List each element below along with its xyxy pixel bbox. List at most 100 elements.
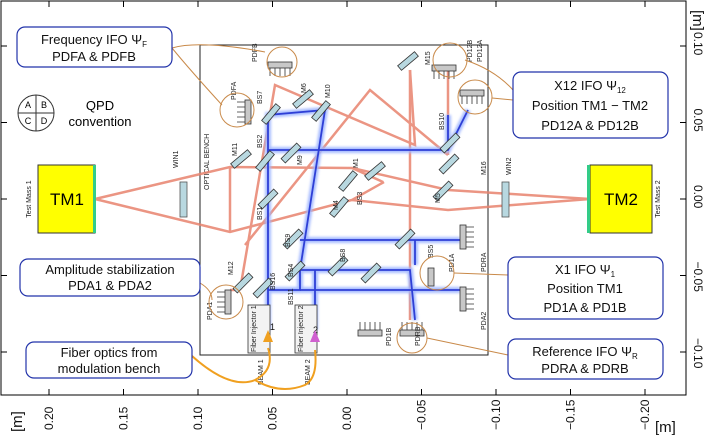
qpd-subtitle: convention — [69, 114, 132, 129]
label-pdfa: PDFA — [231, 81, 238, 100]
callout-amplitude-line1: Amplitude stabilization — [45, 262, 174, 277]
callout-frequency-line2: PDFA & PDFB — [52, 49, 136, 64]
callout-frequency-sub: F — [142, 40, 147, 49]
label-pd12a: PD12A — [477, 39, 484, 62]
label-m15: M16 — [481, 161, 488, 175]
label-bs9: BS9 — [285, 234, 292, 247]
photodiode-pdfa — [237, 99, 252, 125]
label-bs7: BS7 — [257, 91, 264, 104]
label-bs10: BS10 — [439, 113, 446, 130]
label-bs5: BS5 — [428, 245, 435, 258]
blue-beam-glow — [265, 106, 471, 330]
y-axis-unit: [m] — [689, 10, 706, 31]
photodiodes — [217, 61, 485, 337]
tm2-side-label: Test Mass 2 — [655, 180, 662, 217]
annotation-markers — [171, 42, 514, 356]
label-m9: M9 — [297, 155, 304, 165]
label-bs3: BS3 — [357, 192, 364, 205]
label-m1: M1 — [353, 158, 360, 168]
label-injector-2: Fiber Injector 2 — [298, 305, 305, 352]
window-win2 — [501, 181, 510, 218]
qpd-quadrant-b: B — [41, 100, 47, 110]
y-tick-label: −0.05 — [691, 262, 705, 293]
photodiode-labels: PDFB PDFA PD12B PD12A PD1A PDRA PDA2 PD1… — [207, 39, 488, 346]
qpd-quadrant-c: C — [25, 116, 32, 126]
callout-x12-sub: 12 — [617, 86, 626, 95]
x-tick-label: −0.05 — [415, 399, 429, 430]
callout-x1-sub: 1 — [611, 270, 616, 279]
fiber-optic-path — [191, 347, 317, 390]
x-axis-unit: [m] — [655, 419, 676, 436]
photodiode-pdra — [427, 267, 435, 287]
svg-text:Frequency IFO ΨF: Frequency IFO ΨF — [41, 32, 147, 49]
test-mass-2: TM2 Test Mass 2 — [587, 164, 662, 234]
optical-bench-label: OPTICAL BENCH — [204, 134, 211, 190]
label-beam-2: BEAM 2 — [305, 359, 312, 385]
callout-x1-line3: PD1A & PD1B — [543, 300, 626, 315]
photodiode-pdrb — [399, 322, 425, 337]
label-beam-1: BEAM 1 — [258, 359, 265, 385]
optical-components — [230, 51, 461, 299]
tm1-label: TM1 — [50, 190, 84, 209]
photodiode-pd1b — [357, 322, 383, 337]
photodiode-pdfb — [267, 61, 293, 76]
window-win2-label: WIN2 — [506, 157, 513, 175]
photodiode-pd1a — [459, 224, 474, 250]
optical-bench-outline — [199, 44, 489, 356]
callout-x1-line2: Position TM1 — [547, 281, 623, 296]
label-m14: M15 — [425, 51, 432, 65]
label-bs4: BS4 — [288, 264, 295, 277]
x-tick-label: 0.10 — [191, 406, 205, 430]
label-pdfb: PDFB — [252, 43, 259, 62]
label-pdra: PDRA — [481, 252, 488, 272]
photodiode-pda2 — [459, 286, 474, 312]
qpd-quadrant-a: A — [25, 100, 31, 110]
photodiode-pd12a — [459, 89, 485, 104]
tm1-side-label: Test Mass 1 — [26, 180, 33, 217]
qpd-title: QPD — [86, 98, 114, 113]
callout-x12-line2: Position TM1 − TM2 — [532, 98, 648, 113]
svg-text:Reference IFO ΨR: Reference IFO ΨR — [532, 344, 638, 361]
x-tick-label: 0.20 — [42, 406, 56, 430]
label-bs8: BS8 — [340, 249, 347, 262]
label-bs2: BS2 — [257, 135, 264, 148]
label-pda1: PDA1 — [207, 302, 214, 320]
label-pdrb: PDRB — [415, 326, 422, 346]
svg-text:X1 IFO Ψ1: X1 IFO Ψ1 — [555, 262, 616, 279]
fiber-injectors: Fiber Injector 1 Fiber Injector 2 1 2 BE… — [247, 304, 320, 385]
label-pd12b: PD12B — [467, 39, 474, 62]
label-pd1a: PD1A — [449, 253, 456, 272]
window-win1 — [179, 181, 188, 218]
photodiode-pda1 — [217, 289, 232, 315]
y-tick-label: 0.10 — [691, 32, 705, 56]
label-bs16: BS16 — [270, 273, 277, 290]
callout-fiber-optics: Fiber optics from modulation bench — [25, 341, 193, 379]
label-injector-1: Fiber Injector 1 — [251, 305, 258, 352]
callout-x1-ifo: X1 IFO Ψ1 Position TM1 PD1A & PD1B — [507, 256, 664, 320]
callout-reference-ifo: Reference IFO ΨR PDRA & PDRB — [507, 338, 664, 380]
callout-fiber-line2: modulation bench — [58, 361, 161, 376]
x-tick-label: 0.05 — [266, 406, 280, 430]
qpd-convention: A B C D QPD convention — [17, 94, 132, 132]
beam-2-arrow — [310, 330, 320, 342]
label-m5: M5 — [435, 193, 442, 203]
photodiode-pd12b — [431, 64, 457, 79]
window-win1-label: WIN1 — [173, 150, 180, 168]
callout-x12-line1: X12 IFO Ψ — [554, 78, 617, 93]
label-m4: M4 — [333, 200, 340, 210]
x-tick-label: 0.00 — [340, 406, 354, 430]
callout-fiber-line1: Fiber optics from — [61, 345, 158, 360]
label-m12: M12 — [228, 261, 235, 275]
callout-frequency-ifo: Frequency IFO ΨF PDFA & PDFB — [16, 26, 173, 68]
callout-x1-line1: X1 IFO Ψ — [555, 262, 611, 277]
label-pd1b: PD1B — [386, 327, 393, 346]
callout-amplitude-line2: PDA1 & PDA2 — [68, 278, 152, 293]
tm2-label: TM2 — [604, 190, 638, 209]
label-pda2: PDA2 — [481, 312, 488, 330]
x-tick-label: 0.15 — [117, 406, 131, 430]
label-bs1: BS1 — [257, 207, 264, 220]
x-tick-label: −0.15 — [564, 399, 578, 430]
callout-frequency-line1: Frequency IFO Ψ — [41, 32, 142, 47]
